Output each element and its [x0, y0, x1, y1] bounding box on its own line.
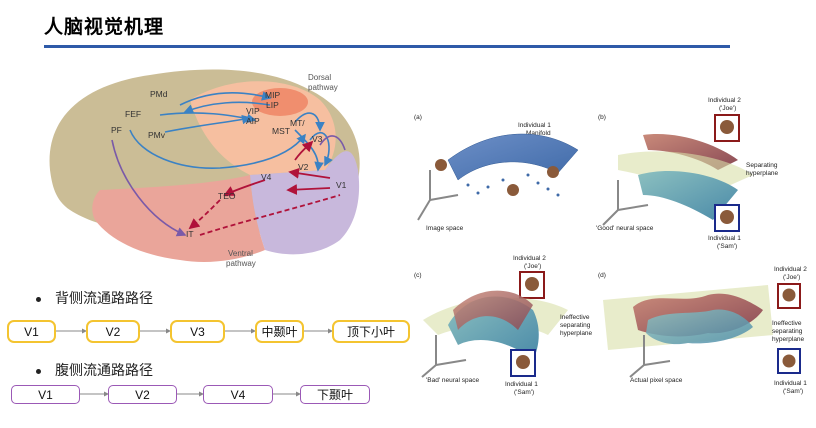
- panel-d-space-label: Actual pixel space: [630, 377, 683, 384]
- panel-c-separating-label: separating: [560, 322, 591, 329]
- area-it-label: IT: [186, 229, 194, 239]
- panel-a-space-label: Image space: [426, 225, 464, 232]
- dorsal-step-mt: 中颞叶: [255, 320, 304, 343]
- panel-d-ind2-label: Individual 2: [774, 266, 807, 273]
- joe-face-icon: [782, 288, 796, 302]
- area-mst-label: MST: [272, 126, 290, 136]
- panel-c-ineffective-label: Ineffective: [560, 314, 590, 321]
- panel-c-ind1-name: ('Sam'): [514, 389, 534, 396]
- panel-b-space-label: 'Good' neural space: [596, 225, 654, 232]
- area-mip-label: MIP: [265, 90, 280, 100]
- panel-c-hyperplane-label: hyperplane: [560, 330, 593, 337]
- ventral-pathway-label-2: pathway: [226, 259, 256, 268]
- joe-face-icon: [525, 277, 539, 291]
- ventral-step-v2: V2: [108, 385, 177, 404]
- panel-a-manifold-label: Manifold: [526, 130, 551, 137]
- panel-d-hyperplane-label: hyperplane: [772, 336, 805, 343]
- panel-b-ind2-name: ('Joe'): [719, 105, 736, 112]
- area-v3-label: V3: [312, 134, 323, 144]
- panel-d: (d) Individual 2 ('Joe') Ineffective sep…: [598, 266, 807, 395]
- panel-d-separating-label: separating: [772, 328, 803, 335]
- dorsal-bullet-text: 背侧流通路路径: [55, 291, 153, 307]
- panel-b: (b) Individual 2 ('Joe') Separating hype…: [596, 97, 779, 250]
- panel-b-tag: (b): [598, 114, 606, 121]
- page-title: 人脑视觉机理: [44, 16, 165, 38]
- joe-face-icon: [720, 120, 734, 134]
- panel-b-hyperplane-label: hyperplane: [746, 170, 779, 177]
- dorsal-step-ipl: 顶下小叶: [332, 320, 410, 343]
- manifold-figure: (a) Individual 1 Manifold Image space (b…: [414, 97, 807, 396]
- panel-c: (c) Individual 2 ('Joe') Ineffective sep…: [414, 255, 593, 396]
- panel-c-ind2-name: ('Joe'): [524, 263, 541, 270]
- sam-face-icon: [782, 354, 796, 368]
- sam-face-icon: [516, 355, 530, 369]
- ventral-bullet: 腹侧流通路路径: [36, 360, 153, 380]
- ventral-bullet-text: 腹侧流通路路径: [55, 363, 153, 379]
- panel-c-ind2-label: Individual 2: [513, 255, 546, 262]
- panel-d-tag: (d): [598, 272, 606, 279]
- area-mt-label: MT/: [290, 118, 305, 128]
- area-teo-label: TEO: [218, 191, 236, 201]
- title-underline: [44, 45, 730, 48]
- ventral-step-v1: V1: [11, 385, 80, 404]
- area-pmd-label: PMd: [150, 89, 168, 99]
- area-v1-label: V1: [336, 180, 347, 190]
- dorsal-step-v2: V2: [86, 320, 140, 343]
- ventral-pathway-label: Ventral: [228, 249, 253, 258]
- bullet-dot: [36, 368, 41, 374]
- dorsal-pathway-label-2: pathway: [308, 83, 338, 92]
- dorsal-bullet: 背侧流通路路径: [36, 288, 153, 308]
- panel-d-ind1-label: Individual 1: [774, 380, 807, 387]
- panel-a-tag: (a): [414, 114, 422, 121]
- panel-b-ind1-label: Individual 1: [708, 235, 741, 242]
- area-lip-label: LIP: [266, 100, 279, 110]
- panel-d-ineffective-label: Ineffective: [772, 320, 802, 327]
- area-v2-label: V2: [298, 162, 309, 172]
- ventral-step-it: 下颞叶: [300, 385, 370, 404]
- area-fef-label: FEF: [125, 109, 141, 119]
- area-pf-label: PF: [111, 125, 122, 135]
- panel-a-individual-label: Individual 1: [518, 122, 551, 129]
- dorsal-step-v3: V3: [170, 320, 225, 343]
- ventral-step-v4: V4: [203, 385, 273, 404]
- panel-b-separating-label: Separating: [746, 162, 778, 169]
- area-pmv-label: PMv: [148, 130, 166, 140]
- panel-b-ind2-label: Individual 2: [708, 97, 741, 104]
- dorsal-step-v1: V1: [7, 320, 56, 343]
- panel-c-ind1-label: Individual 1: [505, 381, 538, 388]
- area-vip-label: VIP: [246, 106, 260, 116]
- panel-d-ind2-name: ('Joe'): [783, 274, 800, 281]
- sam-face-icon: [720, 210, 734, 224]
- bullet-dot: [36, 296, 41, 302]
- panel-c-tag: (c): [414, 272, 422, 279]
- panel-a: (a) Individual 1 Manifold Image space: [414, 114, 579, 232]
- panel-d-ind1-name: ('Sam'): [783, 388, 803, 395]
- brain-diagram: PMd FEF PF PMv MIP LIP VIP AIP MT/ MST V…: [49, 69, 360, 268]
- area-aip-label: AIP: [246, 116, 260, 126]
- panel-c-space-label: 'Bad' neural space: [426, 377, 479, 384]
- dorsal-pathway-label: Dorsal: [308, 73, 331, 82]
- area-v4-label: V4: [261, 172, 272, 182]
- panel-b-ind1-name: ('Sam'): [717, 243, 737, 250]
